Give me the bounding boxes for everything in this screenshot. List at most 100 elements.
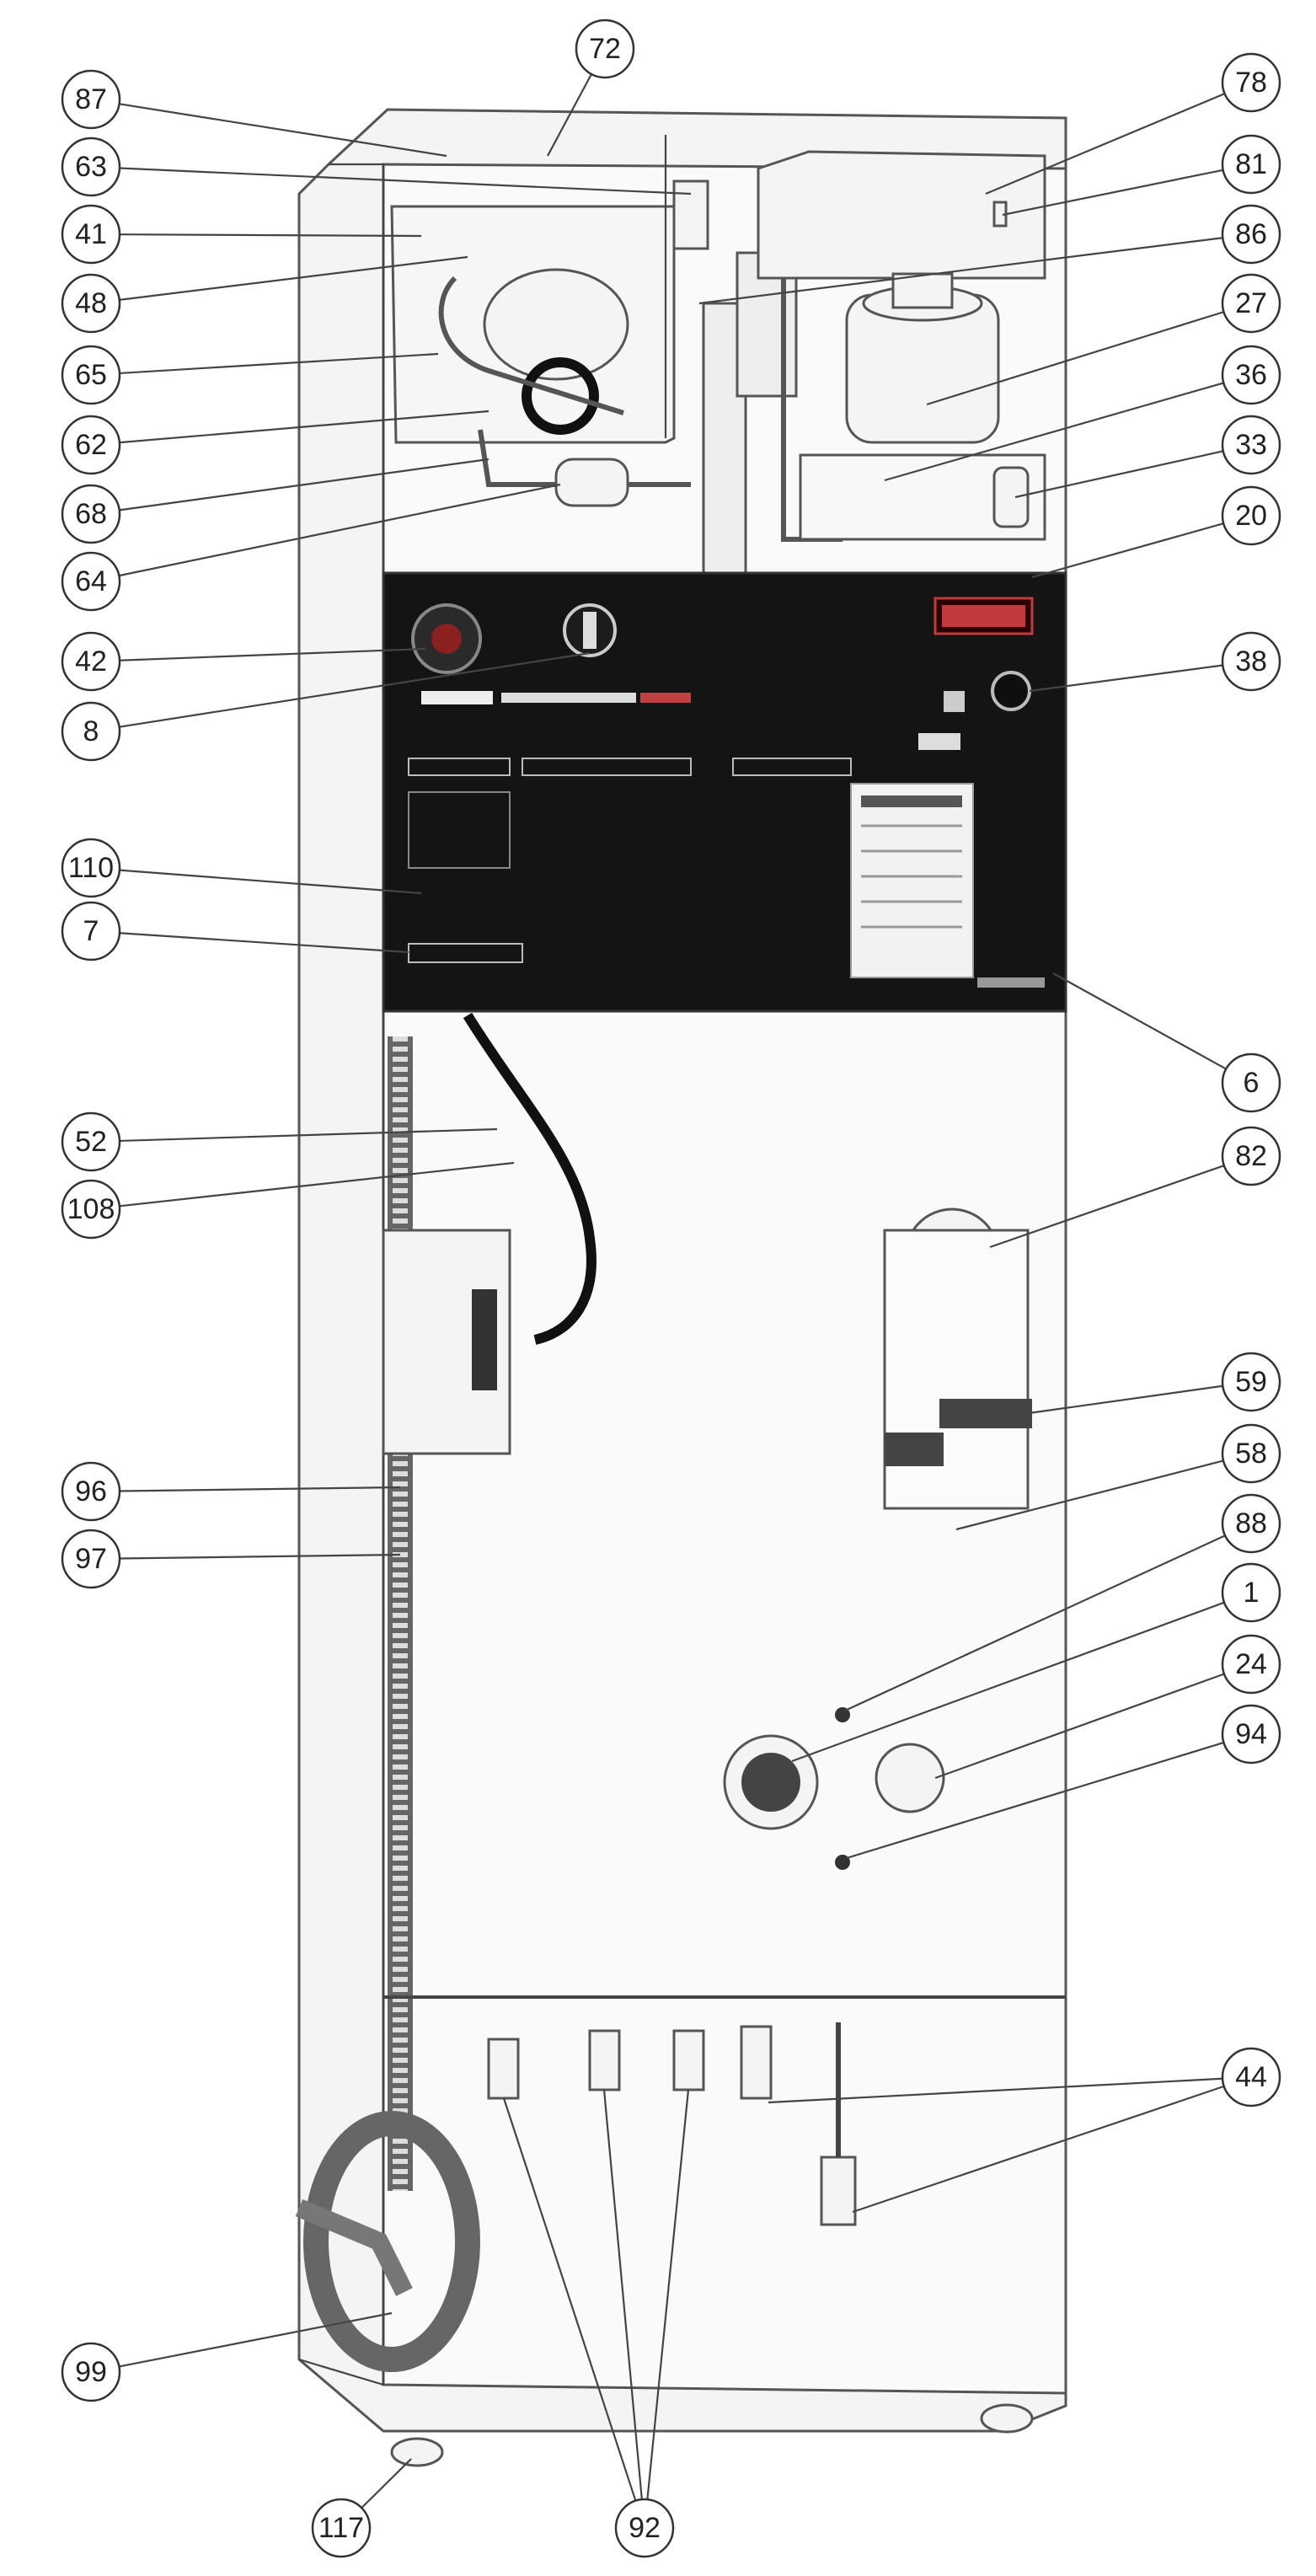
callout-78: 78 [1221,52,1281,113]
lower-components [295,1012,1066,2467]
leader-line-68 [119,458,489,511]
control-panel [382,571,1067,1013]
callout-number: 81 [1235,148,1267,180]
callout-6: 6 [1221,1052,1281,1113]
callout-circle [61,204,121,265]
leader-line-72 [547,73,592,157]
callout-number: 117 [318,2512,364,2544]
callout-circle [61,137,121,197]
callout-97: 97 [61,1529,121,1589]
leader-line-42 [119,647,426,661]
callout-65: 65 [61,345,121,405]
leader-line-88 [844,1534,1226,1711]
callout-59: 59 [1221,1352,1281,1412]
callout-68: 68 [61,484,121,544]
callout-number: 44 [1235,2061,1267,2093]
callout-number: 110 [68,852,114,884]
leader-line-110 [119,869,422,895]
callout-number: 41 [75,218,107,250]
callout-number: 1 [1244,1577,1260,1609]
callout-number: 94 [1235,1718,1267,1750]
callout-number: 96 [75,1475,107,1508]
callout-number: 38 [1235,645,1267,677]
callout-48: 48 [61,273,121,334]
callout-circle [61,1529,121,1589]
callout-circle [61,484,121,544]
callout-20: 20 [1221,485,1281,546]
callout-circle [1221,1352,1281,1412]
leader-line-87 [119,103,447,158]
callout-82: 82 [1221,1126,1281,1186]
callout-circle [61,69,121,130]
leader-line-44-2 [852,2085,1225,2214]
leader-line-44-1 [768,2077,1223,2104]
callout-number: 82 [1235,1140,1267,1172]
callout-number: 97 [75,1543,107,1575]
callout-circle [61,273,121,334]
callout-52: 52 [61,1111,121,1172]
leader-line-20 [1031,522,1224,579]
callout-8: 8 [61,701,121,762]
callout-number: 33 [1235,429,1267,461]
leader-line-36 [884,382,1224,482]
leader-line-58 [955,1459,1224,1531]
leader-line-82 [989,1165,1225,1249]
leader-line-86 [698,237,1223,305]
callout-number: 24 [1235,1648,1267,1680]
callout-circle [1221,345,1281,405]
callout-circle [61,701,121,762]
callout-circle [61,551,121,612]
callout-110: 110 [61,838,121,898]
callout-number: 20 [1235,500,1267,532]
callout-circle [61,2342,121,2402]
leader-line-48 [119,255,468,301]
callout-circle [1221,631,1281,692]
leader-line-62 [119,410,489,444]
callout-94: 94 [1221,1704,1281,1765]
callout-62: 62 [61,415,121,475]
callout-number: 42 [75,645,107,677]
callout-circle [1221,415,1281,475]
callout-number: 36 [1235,359,1267,391]
callout-7: 7 [61,901,121,961]
callout-88: 88 [1221,1493,1281,1554]
callout-number: 108 [67,1193,115,1225]
callout-41: 41 [61,204,121,265]
callout-circle [1221,52,1281,113]
callout-circle [1221,1562,1281,1623]
callout-circle [1221,2047,1281,2107]
callout-circle [61,1179,121,1240]
callout-circle [1221,1126,1281,1186]
callout-circle [61,415,121,475]
callout-number: 99 [75,2356,107,2388]
leader-line-92-2 [602,2089,643,2500]
callout-38: 38 [1221,631,1281,692]
callout-number: 62 [75,429,107,461]
callout-1: 1 [1221,1562,1281,1623]
callout-number: 48 [75,287,107,319]
callout-number: 52 [75,1126,107,1158]
callout-circle [61,631,121,692]
callout-number: 78 [1235,67,1267,99]
callout-number: 68 [75,498,107,530]
callout-number: 59 [1235,1366,1267,1398]
leader-line-24 [934,1673,1225,1780]
callout-circle [311,2498,372,2558]
leader-line-96 [119,1486,401,1492]
callout-circle [61,345,121,405]
callout-number: 58 [1235,1438,1267,1470]
callout-circle [1221,1634,1281,1695]
callout-number: 65 [75,359,107,391]
leader-line-108 [119,1161,515,1208]
leader-line-97 [119,1553,401,1560]
callout-circle [1221,485,1281,546]
callout-number: 88 [1235,1508,1267,1540]
callout-number: 27 [1235,287,1267,319]
callout-number: 8 [83,715,99,747]
callout-33: 33 [1221,415,1281,475]
leader-line-92-3 [646,2089,690,2500]
leader-lines [119,73,1227,2509]
leader-line-94 [846,1741,1224,1860]
